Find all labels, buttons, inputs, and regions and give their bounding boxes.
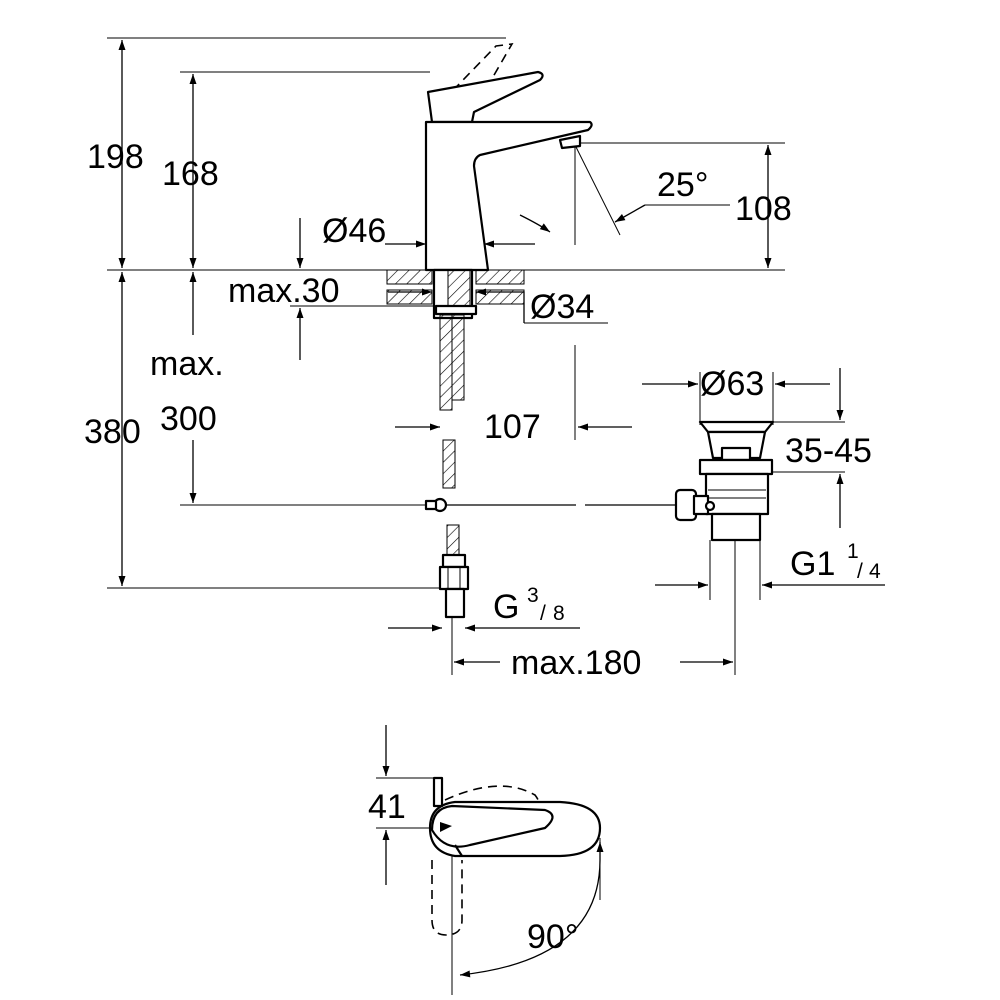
label-hole-diameter: Ø34 [530,288,594,326]
label-supply-depth: 300 [160,400,217,438]
label-waste-thread-numerator: 1 [847,540,859,563]
label-supply-thread-numerator: 3 [527,584,539,607]
popup-rod [424,497,680,513]
label-total-depth: 380 [84,413,141,451]
reference-lines [107,37,845,829]
faucet-plan-view [428,776,602,936]
label-waste-thread-denominator: 4 [869,560,881,583]
label-rotation-angle: 90° [527,918,578,956]
label-plug-range: 35-45 [785,432,872,470]
label-spout-angle: 25° [657,166,708,204]
label-spout-height: 168 [162,155,219,193]
dimension-labels: 198 168 108 25° Ø46 max.30 Ø34 max. 300 … [84,138,881,956]
label-supply-thread: G [493,588,519,626]
label-waste-thread: G1 [790,545,835,583]
label-supply-thread-denominator: 8 [553,602,565,625]
label-max-thickness: max.30 [228,272,340,310]
label-max-reach: max.180 [511,644,641,682]
countertop-section [386,268,525,320]
label-total-height: 198 [87,138,144,176]
label-waste-thread-slash: / [857,560,863,583]
label-base-diameter: Ø46 [322,212,386,250]
label-max: max. [150,345,224,383]
label-outlet-projection: 107 [484,408,541,446]
label-drain-diameter: Ø63 [700,365,764,403]
label-handle-offset: 41 [368,788,406,826]
label-outlet-height: 108 [735,190,792,228]
label-supply-thread-slash: / [540,602,546,625]
drain-assembly [674,420,775,542]
supply-hoses [438,314,470,619]
faucet-body [424,43,593,272]
